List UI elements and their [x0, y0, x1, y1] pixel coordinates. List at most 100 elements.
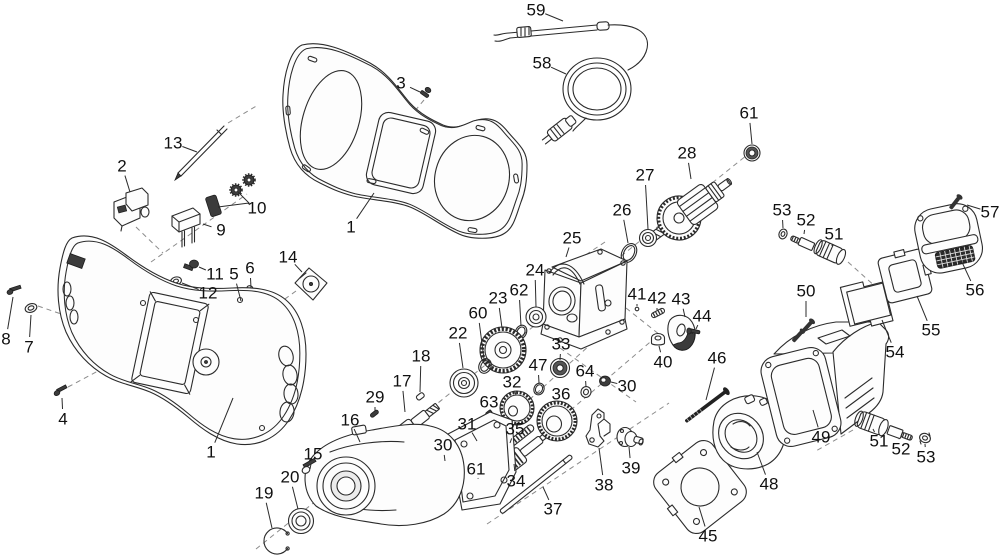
part-56-end-cap: [914, 203, 983, 274]
callout-leader-62: [519, 299, 522, 327]
part-53-nut-b: [919, 432, 931, 445]
part-22-bearing: [449, 368, 479, 398]
callout-number-41: 41: [628, 285, 647, 304]
part-16-gearbox: [304, 411, 517, 527]
callout-leader-17: [402, 390, 406, 413]
callout-leader-8: [7, 296, 14, 330]
callout-number-44: 44: [693, 307, 712, 326]
callout-number-30: 30: [434, 436, 453, 455]
callout-number-29: 29: [366, 388, 385, 407]
part-48-stator: [712, 394, 787, 470]
part-39-cam: [616, 426, 644, 448]
callout-number-2: 2: [117, 157, 126, 176]
callout-number-34: 34: [507, 472, 526, 491]
part-50-screws: [792, 318, 816, 343]
callout-number-31: 31: [458, 415, 477, 434]
callout-number-53: 53: [773, 201, 792, 220]
callout-leader-60: [478, 322, 485, 360]
callout-number-1: 1: [346, 218, 355, 237]
part-32-gear: [499, 390, 535, 426]
callout-number-18: 18: [412, 347, 431, 366]
part-41-pin: [634, 306, 640, 312]
callout-number-4: 4: [58, 410, 67, 429]
part-52-brush-b: [886, 425, 913, 441]
callout-number-61: 61: [467, 460, 486, 479]
callout-number-12: 12: [199, 284, 218, 303]
callout-number-8: 8: [1, 330, 10, 349]
callout-leader-55: [916, 295, 928, 321]
part-23-gear: [479, 326, 527, 374]
callout-leader-51: [872, 428, 875, 433]
callout-number-42: 42: [648, 289, 667, 308]
callout-leader-23: [498, 307, 503, 329]
callout-leader-46: [705, 367, 715, 401]
callout-number-30: 30: [618, 377, 637, 396]
part-30-sleeve-a: [599, 375, 611, 387]
callout-leader-2: [124, 175, 131, 193]
callout-leader-38: [598, 447, 604, 476]
callout-number-43: 43: [672, 290, 691, 309]
callout-number-13: 13: [164, 134, 183, 153]
part-2-switch: [113, 187, 150, 232]
part-42-spring: [650, 307, 666, 319]
callout-number-40: 40: [654, 353, 673, 372]
callout-number-3: 3: [396, 74, 405, 93]
callout-number-28: 28: [678, 144, 697, 163]
callout-number-16: 16: [341, 411, 360, 430]
callout-number-36: 36: [552, 385, 571, 404]
part-55-gasket: [877, 248, 933, 304]
part-13-rod: [174, 125, 228, 182]
callout-leader-4: [61, 397, 64, 410]
callout-leader-45: [698, 506, 706, 527]
part-36-gear: [536, 400, 578, 442]
callout-number-48: 48: [760, 475, 779, 494]
callout-number-62: 62: [510, 281, 529, 300]
callout-leader-30: [443, 454, 446, 462]
callout-leader-12: [181, 282, 199, 290]
callout-number-6: 6: [245, 259, 254, 278]
callout-leader-48: [756, 451, 766, 475]
part-51-cap-top: [813, 239, 847, 265]
callout-number-55: 55: [922, 321, 941, 340]
callout-leader-43: [682, 308, 686, 318]
callout-number-20: 20: [281, 468, 300, 487]
callout-number-10: 10: [248, 199, 267, 218]
callout-leader-35: [509, 438, 513, 444]
callout-leader-1: [356, 192, 375, 219]
part-60-ring: [478, 358, 492, 374]
part-40-nut: [650, 332, 666, 346]
callout-number-59: 59: [527, 1, 546, 20]
callout-leader-54: [881, 319, 892, 343]
callout-leader-9: [202, 223, 212, 228]
callout-leader-32: [514, 391, 517, 396]
part-18-key: [415, 392, 425, 401]
callout-leader-16: [353, 428, 361, 443]
callout-number-25: 25: [563, 229, 582, 248]
callout-number-53: 53: [917, 448, 936, 467]
part-37-shaft: [499, 454, 573, 514]
callout-number-7: 7: [24, 338, 33, 357]
callout-number-61: 61: [740, 104, 759, 123]
callout-number-33: 33: [552, 335, 571, 354]
callout-leader-5: [236, 283, 242, 302]
callout-number-51: 51: [870, 432, 889, 451]
callout-leader-26: [623, 219, 629, 244]
callout-leader-18: [419, 365, 422, 393]
callout-number-23: 23: [489, 289, 508, 308]
callout-leader-49: [812, 409, 819, 428]
part-47-oring: [533, 382, 545, 396]
callout-number-37: 37: [544, 500, 563, 519]
callout-leader-14: [294, 263, 303, 273]
part-49-motor-housing: [760, 321, 890, 447]
callout-leader-59: [545, 13, 564, 22]
part-29-pin: [370, 409, 379, 418]
part-24-bearing: [525, 306, 547, 328]
part-43-lever: [667, 314, 696, 351]
callout-leader-30: [610, 381, 618, 385]
callout-leader-56: [960, 259, 972, 282]
callout-leader-34: [513, 463, 516, 472]
part-51-cap-b: [854, 410, 889, 437]
